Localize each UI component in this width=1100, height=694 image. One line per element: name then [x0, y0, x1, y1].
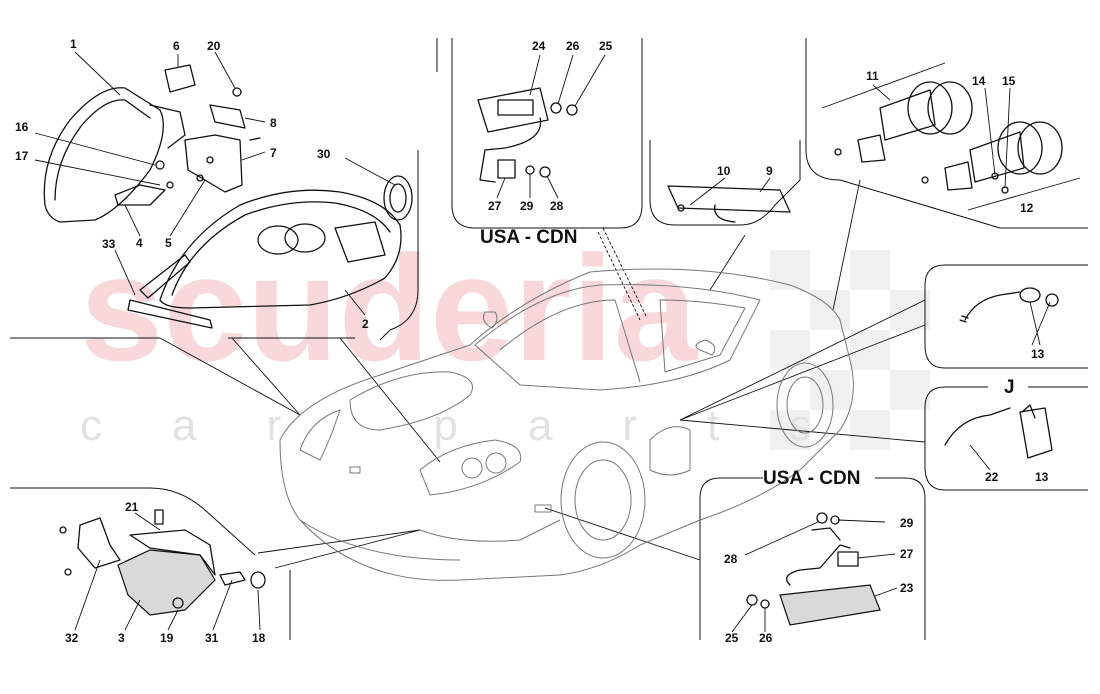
- part-label: 18: [252, 631, 266, 645]
- part-label: 4: [136, 236, 143, 250]
- headlamp-assembly-group: [43, 64, 261, 223]
- part-label: 25: [599, 39, 613, 53]
- side-repeater-group: [944, 287, 1059, 459]
- fog-lamp-group: [59, 509, 266, 616]
- part-label: 3: [118, 631, 125, 645]
- watermark: scuderia car parts: [80, 224, 930, 450]
- part-label: 16: [15, 120, 29, 134]
- watermark-sub: car parts: [80, 401, 881, 450]
- part-label: 8: [270, 116, 277, 130]
- part-label: 24: [532, 39, 546, 53]
- part-label: 14: [972, 74, 986, 88]
- part-label: 7: [270, 146, 277, 160]
- part-label: 22: [985, 470, 999, 484]
- part-label: 29: [520, 199, 534, 213]
- part-label: 31: [205, 631, 219, 645]
- part-label: 6: [173, 39, 180, 53]
- part-label: 11: [866, 69, 879, 83]
- part-label: 9: [766, 164, 773, 178]
- part-label: 21: [125, 500, 139, 514]
- part-label: 13: [1035, 470, 1049, 484]
- part-label: 33: [102, 237, 116, 251]
- part-label: 19: [160, 631, 174, 645]
- third-brake-light-group: [667, 185, 791, 223]
- header-variant-j: J: [1004, 377, 1015, 398]
- leader-lines: [159, 179, 926, 569]
- label-leaders: [34, 51, 1081, 633]
- part-label: 12: [1020, 201, 1034, 215]
- headlamp-lens-group: [127, 175, 413, 329]
- part-label: 15: [1002, 74, 1016, 88]
- usa-cdn-bottom-parts: [746, 512, 881, 626]
- part-label: 26: [566, 39, 580, 53]
- header-usa-cdn-bottom: USA - CDN: [763, 468, 860, 489]
- part-label: 28: [550, 199, 564, 213]
- part-label: 17: [15, 149, 29, 163]
- car-outline: [279, 268, 854, 581]
- part-label: 32: [65, 631, 79, 645]
- part-label: 27: [488, 199, 502, 213]
- part-label: 1: [70, 37, 77, 51]
- part-label: 30: [317, 147, 331, 161]
- watermark-checker: [770, 250, 930, 450]
- tail-light-group: [834, 81, 1063, 194]
- panel-frames: [10, 38, 1088, 640]
- part-label: 29: [900, 516, 914, 530]
- part-label: 10: [717, 164, 731, 178]
- header-usa-cdn-top: USA - CDN: [480, 227, 577, 248]
- part-label: 25: [725, 631, 739, 645]
- part-label: 26: [759, 631, 773, 645]
- part-label: 13: [1031, 347, 1045, 361]
- part-label: 2: [362, 317, 369, 331]
- part-number-labels: 1 6 20 8 16 17 7 4 5 30 33 2 24 26 25 27…: [15, 37, 1049, 645]
- part-label: 5: [165, 236, 172, 250]
- usa-cdn-top-parts: [477, 87, 578, 183]
- part-label: 27: [900, 547, 914, 561]
- watermark-main: scuderia: [80, 224, 699, 392]
- part-label: 28: [724, 552, 738, 566]
- part-label: 20: [207, 39, 221, 53]
- part-label: 23: [900, 581, 914, 595]
